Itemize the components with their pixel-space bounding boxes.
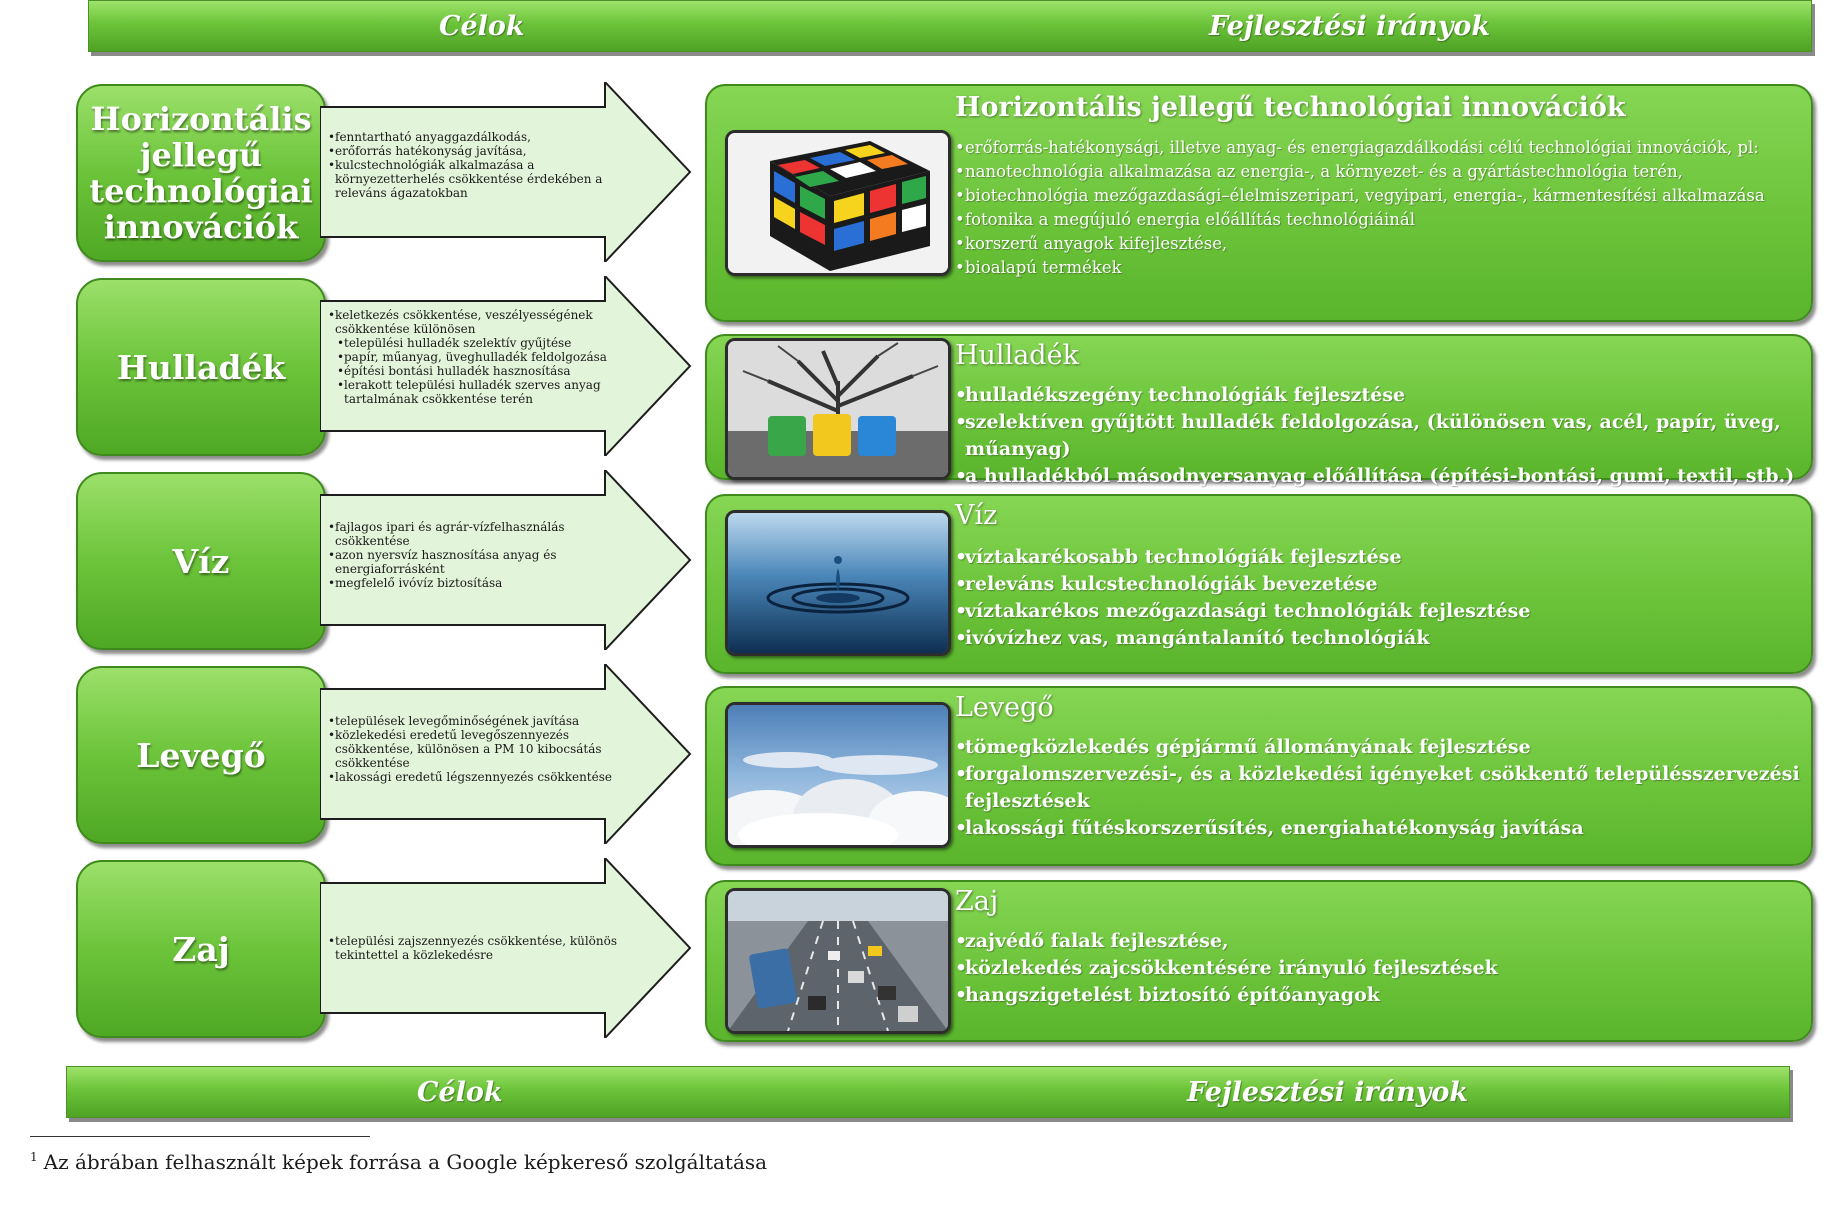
arrow-item: papír, műanyag, üveghulladék feldolgozás… bbox=[328, 350, 628, 364]
arrow-water: fajlagos ipari és agrár-vízfelhasználás … bbox=[320, 470, 696, 650]
goal-box-water: Víz bbox=[76, 472, 326, 650]
arrow-item: keletkezés csökkentése, veszélyességének… bbox=[328, 308, 628, 336]
dev-list: zajvédő falak fejlesztése, közlekedés za… bbox=[955, 928, 1805, 1009]
dev-item: víztakarékosabb technológiák fejlesztése bbox=[955, 544, 1805, 571]
dev-box-water: Víz víztakarékosabb technológiák fejlesz… bbox=[705, 494, 1813, 674]
header-banner: Célok Fejlesztési irányok bbox=[88, 0, 1812, 52]
dev-item: a hulladékból másodnyersanyag előállítás… bbox=[955, 463, 1805, 490]
dev-item: tömegközlekedés gépjármű állományának fe… bbox=[955, 734, 1805, 761]
arrow-item: települési hulladék szelektív gyűjtése bbox=[328, 336, 628, 350]
arrow-item: kulcstechnológiák alkalmazása a környeze… bbox=[328, 158, 628, 200]
dev-item: forgalomszervezési-, és a közlekedési ig… bbox=[955, 761, 1805, 815]
dev-title: Zaj bbox=[955, 886, 999, 917]
dev-item: bioalapú termékek bbox=[955, 256, 1805, 280]
goal-box-innovation: Horizontális jellegű technológiai innová… bbox=[76, 84, 326, 262]
recycling-bins-image bbox=[725, 338, 951, 480]
goal-line: jellegű bbox=[139, 136, 263, 174]
water-drop-image bbox=[725, 510, 951, 656]
arrow-item: közlekedési eredetű levegőszennyezés csö… bbox=[328, 728, 628, 770]
dev-list: tömegközlekedés gépjármű állományának fe… bbox=[955, 734, 1805, 842]
goal-line: Horizontális bbox=[90, 100, 312, 138]
highway-image bbox=[725, 888, 951, 1034]
footnote-text: Az ábrában felhasznált képek forrása a G… bbox=[43, 1150, 768, 1174]
arrow-item: erőforrás hatékonyság javítása, bbox=[328, 144, 628, 158]
dev-list: hulladékszegény technológiák fejlesztése… bbox=[955, 382, 1805, 490]
goal-line: Víz bbox=[172, 541, 230, 581]
footer-banner: Célok Fejlesztési irányok bbox=[66, 1066, 1790, 1118]
rubiks-cube-image bbox=[725, 130, 951, 276]
goal-line: technológiai bbox=[89, 172, 313, 210]
header-goals-label: Célok bbox=[439, 10, 525, 42]
arrow-waste: keletkezés csökkentése, veszélyességének… bbox=[320, 276, 696, 456]
dev-list: erőforrás-hatékonysági, illetve anyag- é… bbox=[955, 136, 1805, 280]
dev-item: releváns kulcstechnológiák bevezetése bbox=[955, 571, 1805, 598]
clouds-image bbox=[725, 702, 951, 848]
goal-line: Levegő bbox=[136, 735, 266, 775]
arrow-air: települések levegőminőségének javítása k… bbox=[320, 664, 696, 844]
footnote-mark: 1 bbox=[30, 1150, 38, 1165]
dev-item: hulladékszegény technológiák fejlesztése bbox=[955, 382, 1805, 409]
arrow-item: települések levegőminőségének javítása bbox=[328, 714, 628, 728]
arrow-item: lakossági eredetű légszennyezés csökkent… bbox=[328, 770, 628, 784]
dev-item: nanotechnológia alkalmazása az energia-,… bbox=[955, 160, 1805, 184]
dev-item: biotechnológia mezőgazdasági–élelmiszeri… bbox=[955, 184, 1805, 208]
dev-item: erőforrás-hatékonysági, illetve anyag- é… bbox=[955, 136, 1805, 160]
footer-directions-label: Fejlesztési irányok bbox=[1187, 1076, 1469, 1108]
dev-box-waste: Hulladék hulladékszegény technológiák fe… bbox=[705, 334, 1813, 490]
dev-item: ivóvízhez vas, mangántalanító technológi… bbox=[955, 625, 1805, 652]
arrow-item: lerakott települési hulladék szerves any… bbox=[328, 378, 628, 406]
dev-item: korszerű anyagok kifejlesztése, bbox=[955, 232, 1805, 256]
header-directions-label: Fejlesztési irányok bbox=[1209, 10, 1491, 42]
dev-item: szelektíven gyűjtött hulladék feldolgozá… bbox=[955, 409, 1805, 463]
footnote: 1 Az ábrában felhasznált képek forrása a … bbox=[30, 1150, 767, 1174]
dev-box-air: Levegő tömegközlekedés gépjármű állomány… bbox=[705, 686, 1813, 866]
dev-item: víztakarékos mezőgazdasági technológiák … bbox=[955, 598, 1805, 625]
goal-box-air: Levegő bbox=[76, 666, 326, 844]
dev-list: víztakarékosabb technológiák fejlesztése… bbox=[955, 544, 1805, 652]
dev-item: zajvédő falak fejlesztése, bbox=[955, 928, 1805, 955]
dev-box-innovation: Horizontális jellegű technológiai innová… bbox=[705, 84, 1813, 322]
dev-item: közlekedés zajcsökkentésére irányuló fej… bbox=[955, 955, 1805, 982]
footnote-rule bbox=[30, 1136, 370, 1137]
arrow-noise: települési zajszennyezés csökkentése, kü… bbox=[320, 858, 696, 1038]
goal-line: innovációk bbox=[103, 208, 299, 246]
dev-item: fotonika a megújuló energia előállítás t… bbox=[955, 208, 1805, 232]
goal-box-noise: Zaj bbox=[76, 860, 326, 1038]
arrow-item: fajlagos ipari és agrár-vízfelhasználás … bbox=[328, 520, 628, 548]
arrow-item: települési zajszennyezés csökkentése, kü… bbox=[328, 934, 628, 962]
arrow-innovation: fenntartható anyaggazdálkodás, erőforrás… bbox=[320, 82, 696, 262]
dev-item: hangszigetelést biztosító építőanyagok bbox=[955, 982, 1805, 1009]
dev-title: Víz bbox=[955, 500, 998, 531]
dev-title: Levegő bbox=[955, 692, 1054, 723]
goal-box-waste: Hulladék bbox=[76, 278, 326, 456]
dev-item: lakossági fűtéskorszerűsítés, energiahat… bbox=[955, 815, 1805, 842]
arrow-item: fenntartható anyaggazdálkodás, bbox=[328, 130, 628, 144]
dev-title: Horizontális jellegű technológiai innová… bbox=[955, 92, 1626, 123]
footer-goals-label: Célok bbox=[417, 1076, 503, 1108]
goal-line: Hulladék bbox=[116, 347, 286, 387]
arrow-item: építési bontási hulladék hasznosítása bbox=[328, 364, 628, 378]
dev-box-noise: Zaj zajvédő falak fejlesztése, közlekedé… bbox=[705, 880, 1813, 1042]
goal-line: Zaj bbox=[172, 929, 230, 969]
arrow-item: megfelelő ivóvíz biztosítása bbox=[328, 576, 628, 590]
dev-title: Hulladék bbox=[955, 340, 1079, 371]
arrow-item: azon nyersvíz hasznosítása anyag és ener… bbox=[328, 548, 628, 576]
